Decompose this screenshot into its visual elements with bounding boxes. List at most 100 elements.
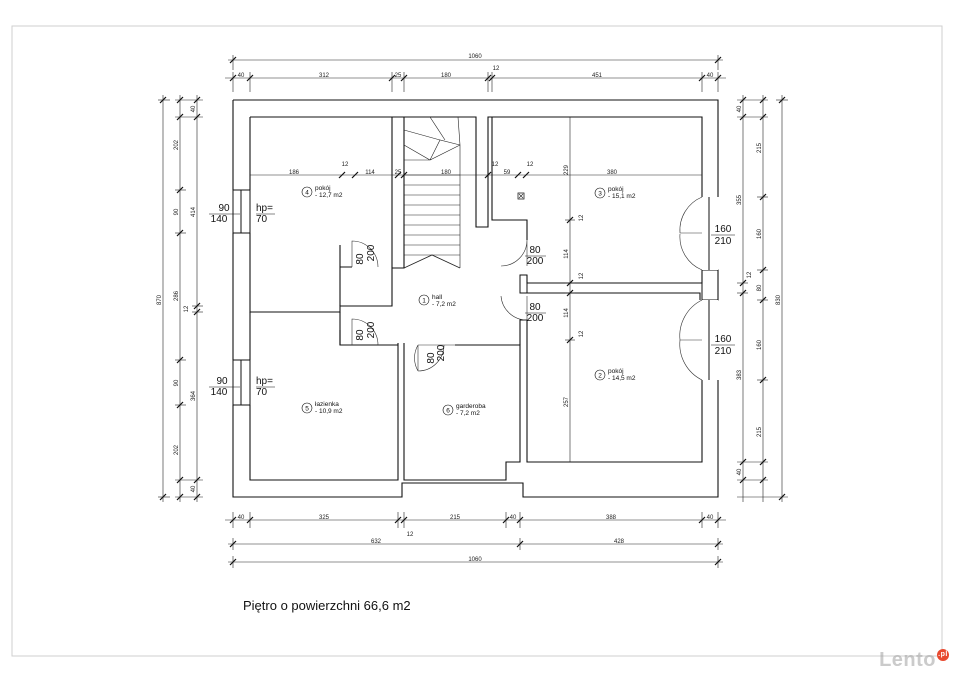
dim-right-seg: 40 bbox=[737, 105, 743, 112]
dim-left-seg: 40 bbox=[191, 105, 197, 112]
dim-left-seg: 90 bbox=[174, 208, 180, 215]
window-width: 90 bbox=[216, 376, 228, 387]
dim-right-seg: 40 bbox=[737, 468, 743, 475]
sill-height: 70 bbox=[256, 387, 268, 398]
room-number: 4 bbox=[305, 190, 309, 197]
dim-inner-v: 114 bbox=[564, 249, 570, 259]
dim-top-total: 1060 bbox=[468, 54, 482, 60]
dim-inner-v: 12 bbox=[579, 214, 585, 221]
walls bbox=[232, 99, 719, 498]
door-width: 80 bbox=[355, 253, 366, 265]
dimension-ticks bbox=[159, 56, 786, 566]
dim-inner-v: 12 bbox=[579, 330, 585, 337]
room-number: 5 bbox=[305, 406, 309, 413]
door-height: 200 bbox=[436, 344, 447, 361]
door-height: 200 bbox=[527, 313, 544, 324]
room-bedroom-4: 4 pokój - 12,7 m2 bbox=[301, 185, 343, 199]
dim-inner: 25 bbox=[395, 170, 402, 176]
room-area: - 10,9 m2 bbox=[315, 408, 343, 415]
dim-inner-v: 12 bbox=[579, 272, 585, 279]
door-width: 80 bbox=[426, 352, 437, 364]
dim-top-12: 12 bbox=[493, 66, 500, 72]
door-width: 160 bbox=[715, 334, 732, 345]
room-area: - 7,2 m2 bbox=[456, 410, 480, 417]
watermark-dot: .pl bbox=[937, 649, 949, 661]
door-swings bbox=[351, 196, 703, 381]
dim-left-seg: 364 bbox=[191, 390, 197, 401]
room-name: pokój bbox=[608, 368, 624, 375]
watermark-brand: Lento bbox=[879, 649, 936, 671]
door-height: 210 bbox=[715, 346, 732, 357]
dim-top-seg: 25 bbox=[395, 73, 402, 79]
dim-top-seg: 451 bbox=[592, 73, 603, 79]
dim-bottom-mid: 632 bbox=[371, 539, 382, 545]
dim-right-seg: 383 bbox=[737, 369, 743, 380]
plan-caption: Piętro o powierzchni 66,6 m2 bbox=[243, 598, 411, 613]
dim-top-seg: 312 bbox=[319, 73, 330, 79]
room-number: 6 bbox=[446, 408, 450, 415]
room-hall: 1 hall - 7,2 m2 bbox=[418, 294, 456, 308]
dim-right-seg: 215 bbox=[757, 142, 763, 153]
room-labels: 1 hall - 7,2 m2 2 pokój - 14,5 m2 3 pokó… bbox=[301, 185, 636, 417]
room-area: - 7,2 m2 bbox=[432, 301, 456, 308]
dim-bottom-12: 12 bbox=[407, 532, 414, 538]
window-height: 140 bbox=[211, 387, 228, 398]
dim-left-seg: 40 bbox=[191, 485, 197, 492]
dim-bottom-total: 1060 bbox=[468, 557, 482, 563]
dim-inner: 12 bbox=[492, 162, 499, 168]
room-area: - 12,7 m2 bbox=[315, 192, 343, 199]
watermark-logo: Lento.pl bbox=[879, 649, 949, 672]
dim-bottom-mid: 428 bbox=[614, 539, 625, 545]
dim-right-seg: 215 bbox=[757, 426, 763, 437]
dim-inner-v: 114 bbox=[564, 308, 570, 318]
dim-right-seg: 160 bbox=[757, 228, 763, 239]
room-area: - 14,5 m2 bbox=[608, 375, 636, 382]
door-width: 160 bbox=[715, 224, 732, 235]
dim-left-seg: 90 bbox=[174, 379, 180, 386]
dim-top-seg: 40 bbox=[707, 73, 714, 79]
dim-inner: 186 bbox=[289, 170, 300, 176]
wall-fill bbox=[232, 189, 719, 406]
dim-right-total: 830 bbox=[776, 294, 782, 305]
dim-bottom-seg: 388 bbox=[606, 515, 617, 521]
door-height: 200 bbox=[366, 244, 377, 261]
opening-labels: 90 140 hp= 70 90 140 hp= 70 160 210 160 … bbox=[209, 203, 735, 398]
dim-right-seg: 160 bbox=[757, 339, 763, 350]
door-height: 200 bbox=[366, 321, 377, 338]
dim-bottom-seg: 40 bbox=[238, 515, 245, 521]
dim-inner: 12 bbox=[527, 162, 534, 168]
staircase bbox=[403, 116, 525, 269]
dim-right-seg: 12 bbox=[747, 271, 753, 278]
door-width: 80 bbox=[529, 302, 541, 313]
dim-left-seg: 202 bbox=[174, 139, 180, 150]
room-number: 3 bbox=[598, 191, 602, 198]
dim-right-seg: 80 bbox=[757, 284, 763, 291]
room-bedroom-3: 3 pokój - 15,1 m2 bbox=[594, 186, 636, 200]
dimension-lines bbox=[158, 55, 788, 568]
dimension-labels: 1060 12 40 312 25 180 451 40 186 12 114 … bbox=[157, 54, 782, 563]
room-name: łazienka bbox=[315, 401, 339, 408]
dim-left-seg: 286 bbox=[174, 290, 180, 301]
dim-inner: 114 bbox=[365, 170, 375, 176]
sheet-frame bbox=[11, 25, 943, 657]
dim-bottom-seg: 215 bbox=[450, 515, 461, 521]
room-area: - 15,1 m2 bbox=[608, 193, 636, 200]
dim-left-seg: 202 bbox=[174, 444, 180, 455]
room-name: hall bbox=[432, 294, 443, 301]
door-height: 210 bbox=[715, 236, 732, 247]
room-bathroom: 5 łazienka - 10,9 m2 bbox=[301, 401, 343, 415]
dim-inner-v: 257 bbox=[564, 396, 570, 407]
dim-left-total: 870 bbox=[157, 294, 163, 305]
room-name: pokój bbox=[608, 186, 624, 193]
room-number: 1 bbox=[422, 298, 426, 305]
door-height: 200 bbox=[527, 256, 544, 267]
sill-label: hp= bbox=[256, 203, 273, 214]
sill-label: hp= bbox=[256, 376, 273, 387]
dim-top-seg: 40 bbox=[238, 73, 245, 79]
dim-inner: 12 bbox=[342, 162, 349, 168]
dim-bottom-seg: 40 bbox=[510, 515, 517, 521]
door-width: 80 bbox=[355, 329, 366, 341]
dim-left-seg: 414 bbox=[191, 206, 197, 217]
dim-bottom-seg: 40 bbox=[707, 515, 714, 521]
room-name: garderoba bbox=[456, 403, 486, 410]
